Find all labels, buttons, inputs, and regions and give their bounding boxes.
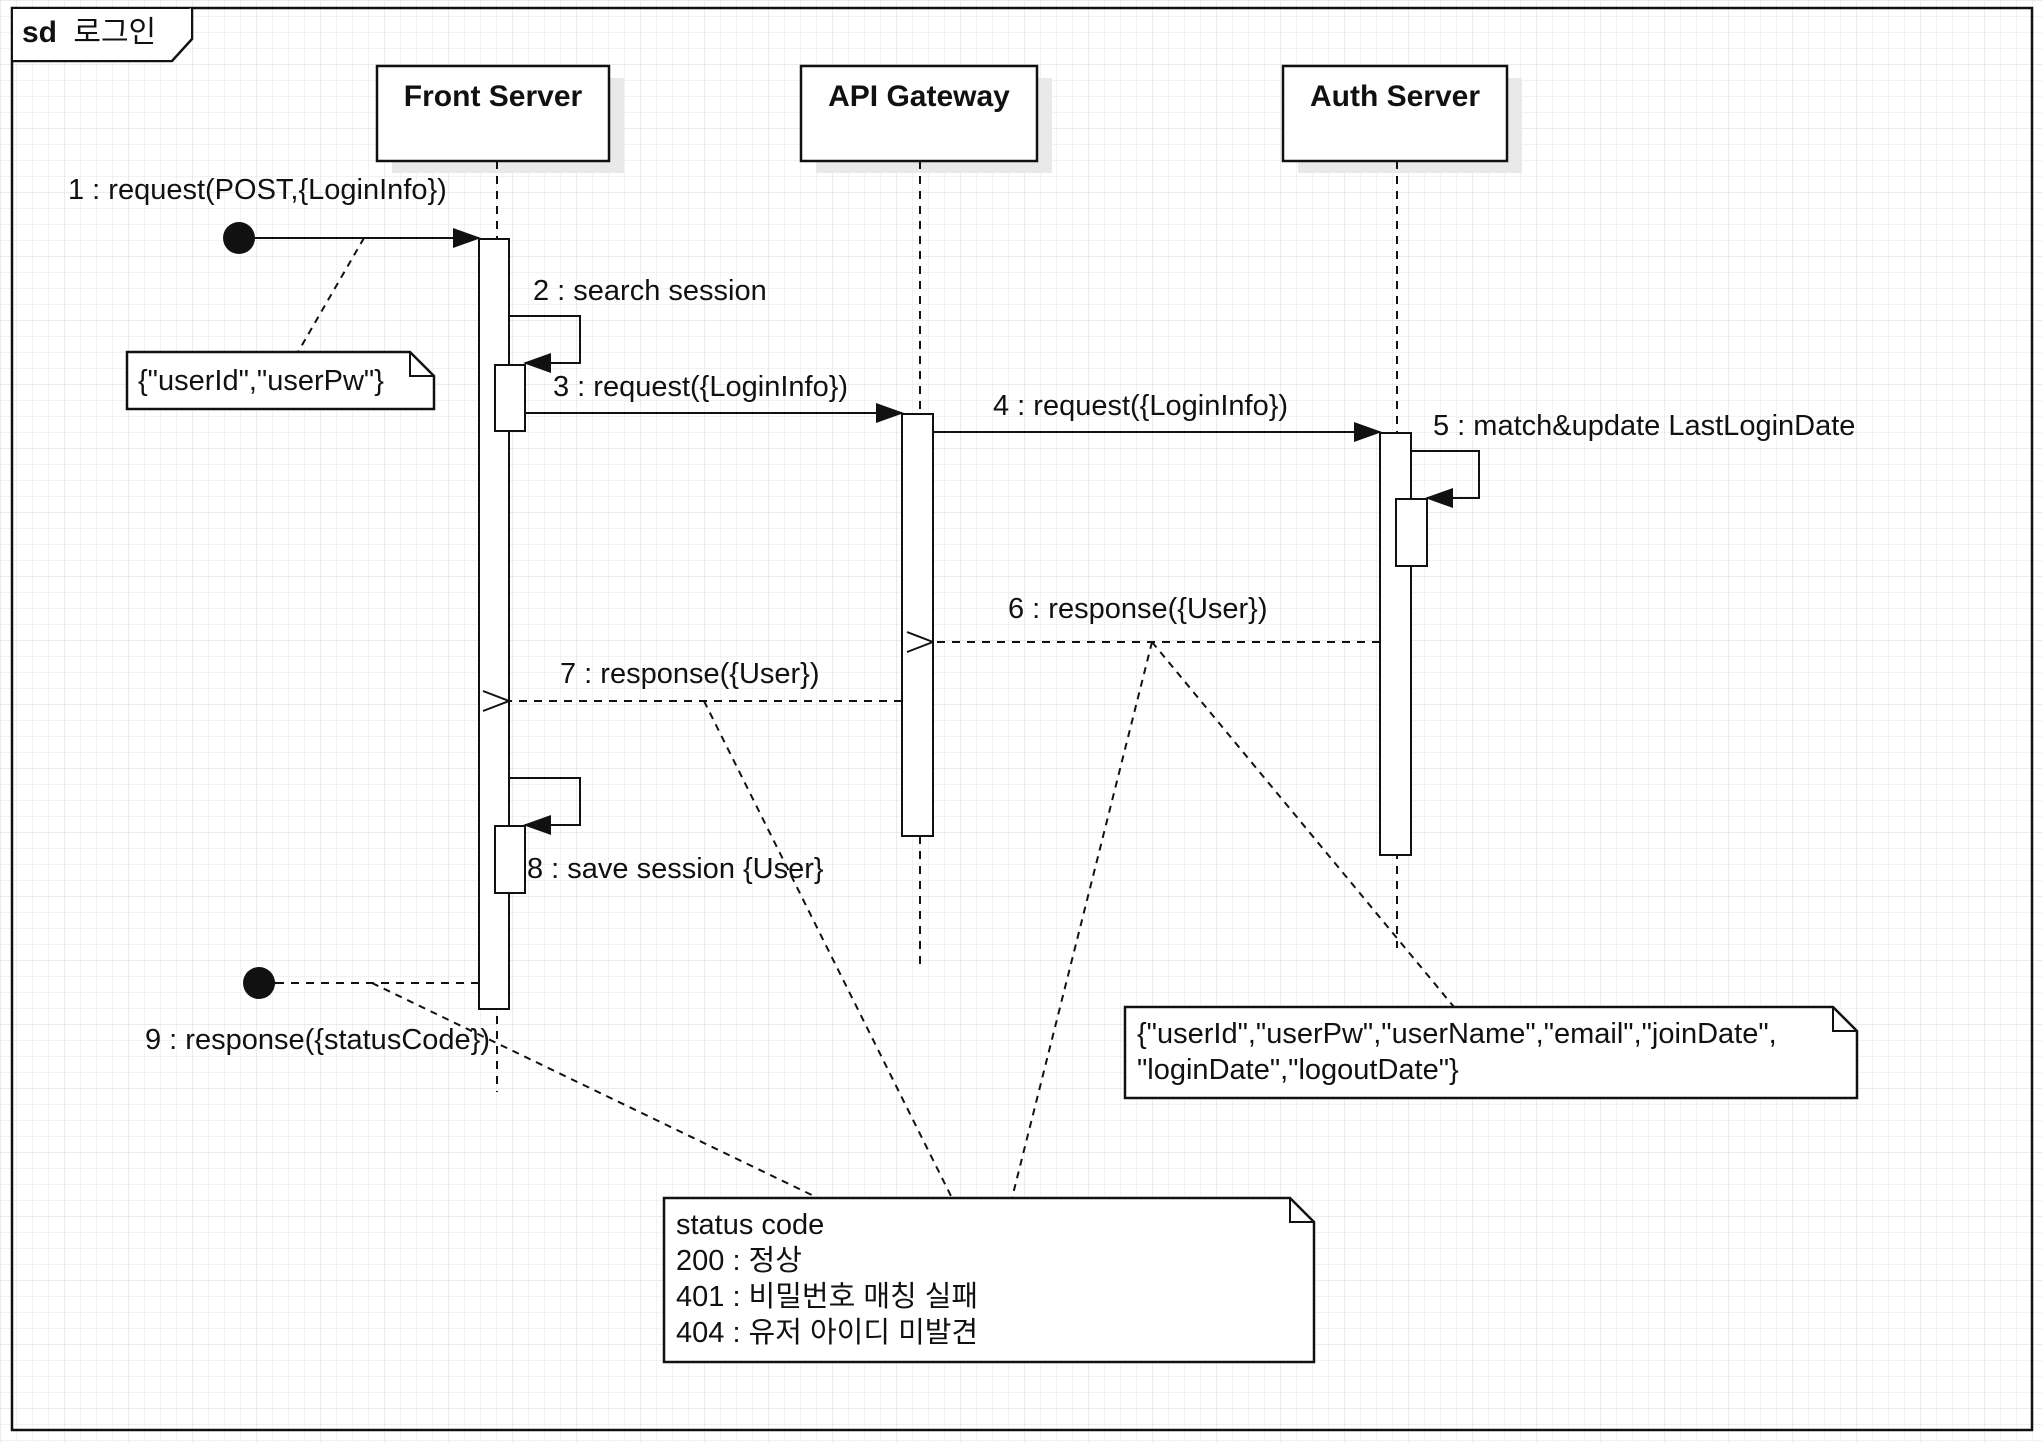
note-status-codes[interactable]: status code 200 : 정상 401 : 비밀번호 매칭 실패 40…	[371, 641, 1316, 1364]
message-5[interactable]: 5 : match&update LastLoginDate	[1411, 410, 1855, 508]
message-4[interactable]: 4 : request({LoginInfo})	[933, 390, 1382, 442]
note-anchor-status-from-message-7	[703, 700, 953, 1199]
note-user-fields[interactable]: {"userId","userPw","userName","email","j…	[1123, 641, 1859, 1100]
activation-gateway	[901, 413, 934, 837]
interaction-frame: sd 로그인	[10, 6, 2034, 1432]
message-6[interactable]: 6 : response({User})	[933, 593, 1380, 642]
lifeline-front-server[interactable]: Front Server	[375, 64, 624, 1092]
note-status-title: status code	[676, 1209, 824, 1241]
lifeline-name-front-server: Front Server	[404, 80, 583, 113]
message-1[interactable]: 1 : request(POST,{LoginInfo})	[68, 174, 481, 254]
note-login-info-text: {"userId","userPw"}	[138, 365, 384, 397]
note-user-fields-line-1: {"userId","userPw","userName","email","j…	[1137, 1018, 1777, 1050]
message-1-label: 1 : request(POST,{LoginInfo})	[68, 174, 447, 206]
activation-auth-main	[1379, 432, 1412, 856]
message-5-label: 5 : match&update LastLoginDate	[1433, 410, 1855, 442]
activation-front-save-session	[494, 825, 526, 894]
lifeline-name-auth-server: Auth Server	[1310, 80, 1480, 113]
frame-title: sd 로그인	[22, 16, 156, 49]
lifeline-head-auth-server[interactable]	[1281, 64, 1509, 163]
message-8-label: 8 : save session {User}	[527, 853, 824, 885]
message-9[interactable]: 9 : response({statusCode})	[145, 967, 490, 1056]
lifeline-api-gateway[interactable]: API Gateway	[799, 64, 1052, 965]
frame-name: 로그인	[73, 16, 156, 49]
lifeline-name-api-gateway: API Gateway	[828, 80, 1010, 113]
lifeline-head-api-gateway[interactable]	[799, 64, 1039, 163]
lifeline-auth-server[interactable]: Auth Server	[1281, 64, 1522, 948]
frame-keyword: sd	[22, 16, 57, 49]
message-6-label: 6 : response({User})	[1008, 593, 1268, 625]
found-message-dot	[223, 222, 255, 254]
message-4-label: 4 : request({LoginInfo})	[993, 390, 1288, 422]
message-8[interactable]: 8 : save session {User}	[509, 777, 824, 885]
message-2[interactable]: 2 : search session	[509, 275, 767, 373]
note-status-401: 401 : 비밀번호 매칭 실패	[676, 1281, 978, 1313]
note-anchor-status-from-message-6	[1011, 641, 1153, 1199]
note-anchor-login-info	[297, 237, 365, 353]
note-anchor-status-from-message-9	[371, 982, 819, 1199]
note-user-fields-line-2: "loginDate","logoutDate"}	[1137, 1054, 1459, 1086]
message-2-label: 2 : search session	[533, 275, 767, 307]
lost-message-dot	[243, 967, 275, 999]
message-3[interactable]: 3 : request({LoginInfo})	[525, 371, 904, 423]
message-9-label: 9 : response({statusCode})	[145, 1024, 490, 1056]
note-anchor-user-fields	[1151, 641, 1455, 1008]
lifeline-head-front-server[interactable]	[375, 64, 611, 163]
note-login-info[interactable]: {"userId","userPw"}	[125, 237, 436, 411]
activation-auth-match	[1395, 498, 1428, 567]
message-7-label: 7 : response({User})	[560, 658, 820, 690]
activation-front-search-session	[494, 364, 526, 432]
note-status-404: 404 : 유저 아이디 미발견	[676, 1317, 978, 1349]
message-3-label: 3 : request({LoginInfo})	[553, 371, 848, 403]
note-status-200: 200 : 정상	[676, 1245, 802, 1277]
message-7[interactable]: 7 : response({User})	[509, 658, 902, 701]
